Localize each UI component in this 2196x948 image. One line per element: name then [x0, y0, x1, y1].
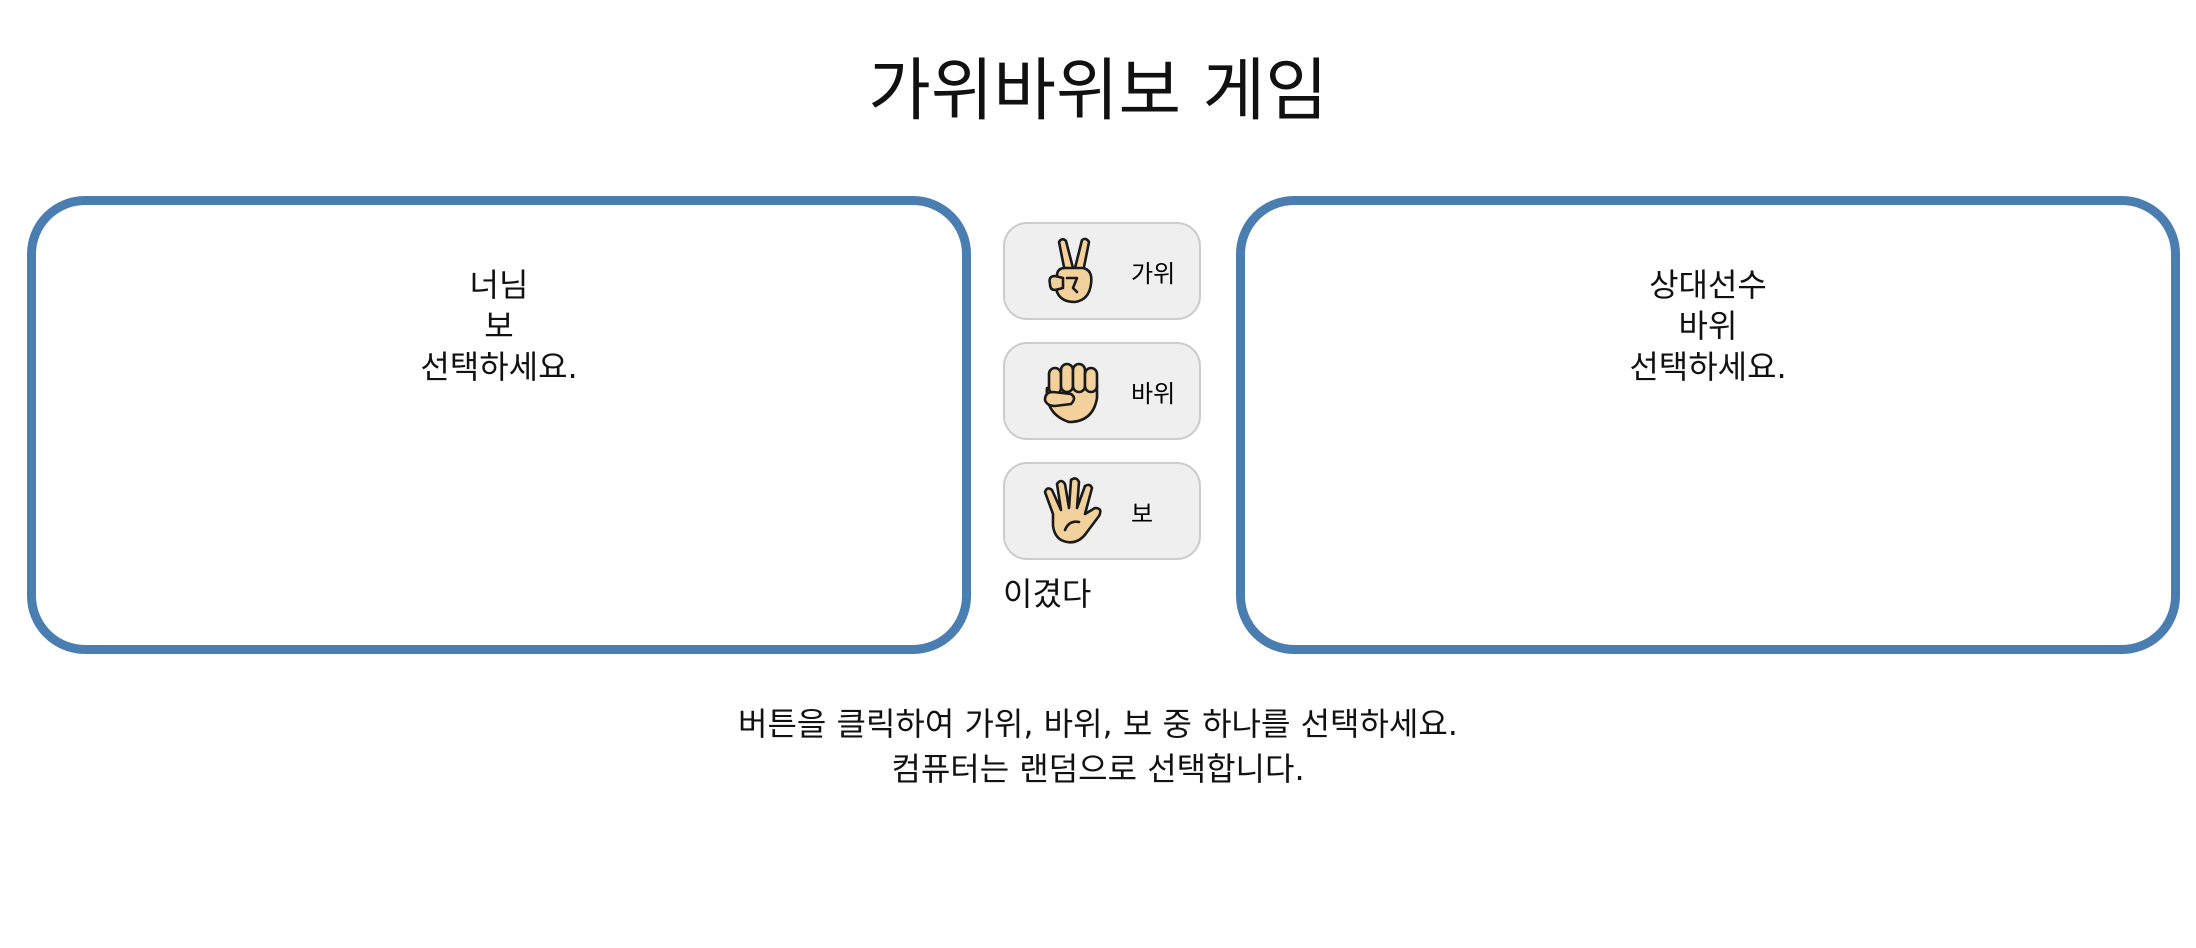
- paper-button[interactable]: 보: [1003, 462, 1201, 560]
- paper-hand-icon: [1043, 477, 1102, 544]
- instructions: 버튼을 클릭하여 가위, 바위, 보 중 하나를 선택하세요. 컴퓨터는 랜덤으…: [0, 702, 2196, 792]
- rock-fist-icon: [1043, 362, 1099, 424]
- paper-button-label: 보: [1131, 500, 1154, 528]
- scissors-hand-icon: [1048, 237, 1093, 304]
- opponent-name: 상대선수: [1649, 266, 1767, 304]
- result-text: 이겼다: [1003, 575, 1092, 613]
- opponent-panel: 상대선수 바위 선택하세요.: [1236, 196, 2180, 654]
- rock-button[interactable]: 바위: [1003, 342, 1201, 440]
- player-panel-text: 너님 보 선택하세요.: [36, 265, 962, 388]
- page-title: 가위바위보 게임: [868, 52, 1328, 131]
- player-name: 너님: [469, 266, 529, 304]
- opponent-choice: 바위: [1678, 307, 1738, 345]
- player-choice: 보: [484, 307, 514, 345]
- scissors-button[interactable]: 가위: [1003, 222, 1201, 320]
- opponent-prompt: 선택하세요.: [1629, 348, 1787, 386]
- player-prompt: 선택하세요.: [420, 348, 578, 386]
- rock-button-label: 바위: [1131, 380, 1176, 408]
- instructions-line-1: 버튼을 클릭하여 가위, 바위, 보 중 하나를 선택하세요.: [738, 705, 1458, 743]
- scissors-button-label: 가위: [1131, 260, 1176, 288]
- opponent-panel-text: 상대선수 바위 선택하세요.: [1245, 265, 2171, 388]
- instructions-line-2: 컴퓨터는 랜덤으로 선택합니다.: [891, 750, 1305, 788]
- player-panel: 너님 보 선택하세요.: [27, 196, 971, 654]
